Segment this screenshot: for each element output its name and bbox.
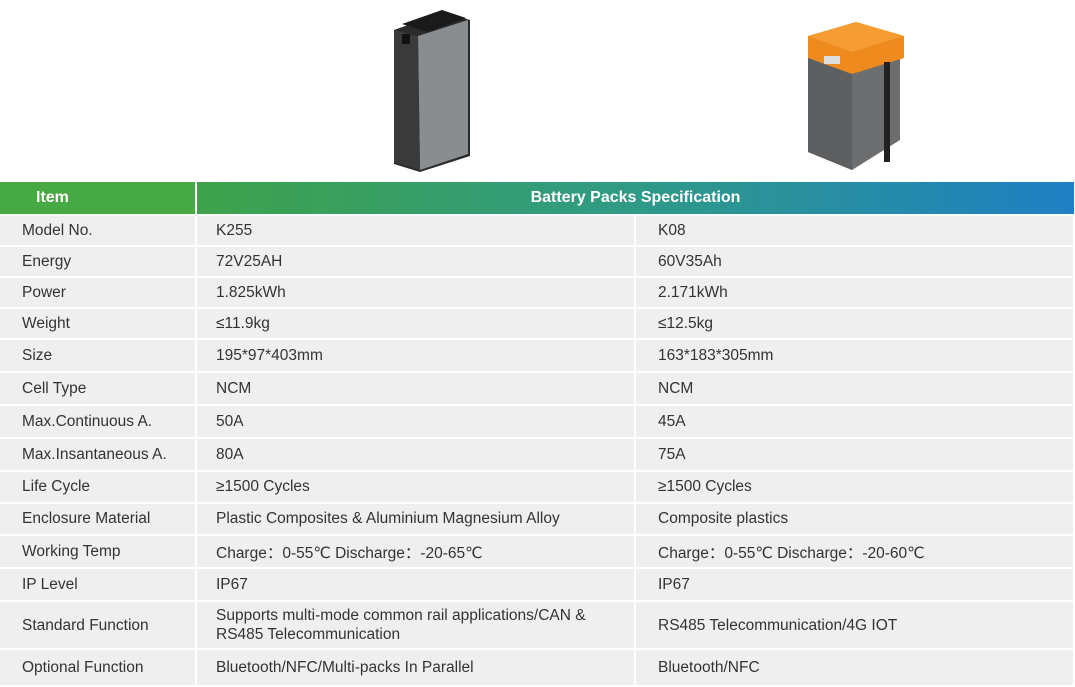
row-label: Optional Function <box>0 648 197 685</box>
k08-value: 60V35Ah <box>635 245 1075 277</box>
k255-value: K255 <box>196 214 636 246</box>
product-images <box>0 0 1075 180</box>
row-label: Weight <box>0 307 197 339</box>
k255-value: 72V25AH <box>196 245 636 277</box>
k08-value: K08 <box>635 214 1075 246</box>
row-label: Life Cycle <box>0 470 197 503</box>
k08-value: 2.171kWh <box>635 276 1075 308</box>
row-label: Working Temp <box>0 534 197 568</box>
k255-value: 50A <box>196 404 636 438</box>
k255-value: 195*97*403mm <box>196 338 636 372</box>
k08-value: IP67 <box>635 567 1075 601</box>
k08-value: Charge：0-55℃ Discharge：-20-60℃ <box>635 534 1075 568</box>
table-row: Weight≤11.9kg≤12.5kg <box>0 307 1075 339</box>
k255-value: Supports multi-mode common rail applicat… <box>196 600 636 649</box>
k08-value: RS485 Telecommunication/4G IOT <box>635 600 1075 649</box>
row-label: Max.Continuous A. <box>0 404 197 438</box>
k08-value: Composite plastics <box>635 502 1075 535</box>
row-label: IP Level <box>0 567 197 601</box>
k08-value: ≤12.5kg <box>635 307 1075 339</box>
k08-value: 75A <box>635 437 1075 471</box>
k255-value: NCM <box>196 371 636 405</box>
row-label: Energy <box>0 245 197 277</box>
k08-value: 45A <box>635 404 1075 438</box>
k08-value: Bluetooth/NFC <box>635 648 1075 685</box>
k255-value: Plastic Composites & Aluminium Magnesium… <box>196 502 636 535</box>
k255-value: 1.825kWh <box>196 276 636 308</box>
k08-value: 163*183*305mm <box>635 338 1075 372</box>
item-header: Item <box>0 182 197 215</box>
k255-value: ≤11.9kg <box>196 307 636 339</box>
table-header: Item Battery Packs Specification <box>0 182 1074 215</box>
k255-value: Bluetooth/NFC/Multi-packs In Parallel <box>196 648 636 685</box>
spec-header: Battery Packs Specification <box>196 182 1074 215</box>
k08-value: ≥1500 Cycles <box>635 470 1075 503</box>
row-label: Cell Type <box>0 371 197 405</box>
row-label: Size <box>0 338 197 372</box>
table-row: Life Cycle≥1500 Cycles≥1500 Cycles <box>0 470 1075 503</box>
k08-value: NCM <box>635 371 1075 405</box>
specification-table: Item Battery Packs Specification Model N… <box>0 182 1075 685</box>
row-label: Power <box>0 276 197 308</box>
k255-value: IP67 <box>196 567 636 601</box>
k255-value: 80A <box>196 437 636 471</box>
k255-value: ≥1500 Cycles <box>196 470 636 503</box>
row-label: Standard Function <box>0 600 197 649</box>
row-label: Max.Insantaneous A. <box>0 437 197 471</box>
row-label: Model No. <box>0 214 197 246</box>
k255-value: Charge：0-55℃ Discharge：-20-65℃ <box>196 534 636 568</box>
battery-pack-k08-image <box>808 22 904 170</box>
battery-pack-k255-image <box>394 10 470 172</box>
row-label: Enclosure Material <box>0 502 197 535</box>
